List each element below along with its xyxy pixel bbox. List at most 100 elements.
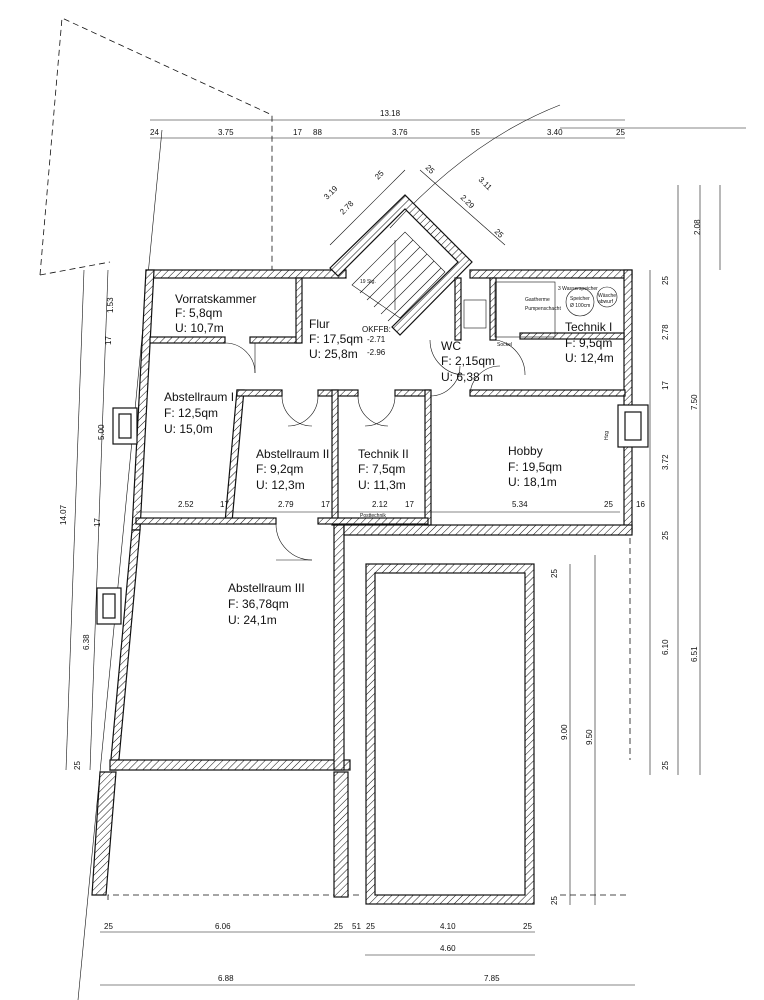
dim-right-10: 25	[661, 761, 670, 770]
doors	[224, 339, 526, 561]
note-posttechnik: Posttechnik	[360, 513, 386, 519]
dim-stair-5: 2.29	[459, 193, 477, 211]
room-technik2-name: Technik II	[358, 447, 409, 461]
dim-top-1: 24	[150, 128, 159, 137]
dim-stair-1: 3.19	[322, 184, 340, 202]
note-abwurf: abwurf	[598, 299, 614, 305]
room-vorratskammer-name: Vorratskammer	[175, 292, 256, 306]
dim-right-2: 25	[661, 276, 670, 285]
room-abstellraum3-area: F: 36,78qm	[228, 597, 289, 611]
room-abstellraum1-area: F: 12,5qm	[164, 406, 218, 420]
room-hobby-name: Hobby	[508, 444, 543, 458]
room-vorratskammer-perimeter: U: 10,7m	[175, 321, 224, 335]
room-technik1-name: Technik I	[565, 320, 612, 334]
dim-top-6: 55	[471, 128, 480, 137]
dim-bottom-9: 6.88	[218, 974, 234, 983]
stair-tower: 19 Stg.	[329, 194, 473, 336]
dim-bottom-7: 25	[523, 922, 532, 931]
dim-mid-8: 25	[604, 500, 613, 509]
dim-mid-3: 2.79	[278, 500, 294, 509]
dim-bottom-3: 25	[334, 922, 343, 931]
dim-mid-5: 2.12	[372, 500, 388, 509]
dim-bottom-5: 25	[366, 922, 375, 931]
dim-bottom-2: 6.06	[215, 922, 231, 931]
stair-treads	[359, 239, 442, 322]
room-wc-perimeter: U: 6,38 m	[441, 370, 493, 384]
dim-mid-1: 2.52	[178, 500, 194, 509]
room-technik2-perimeter: U: 11,3m	[358, 478, 406, 492]
room-wc-name: WC	[441, 339, 461, 353]
room-technik2-area: F: 7,5qm	[358, 462, 405, 476]
dim-mid-4: 17	[321, 500, 330, 509]
equipment: 3 Wasserspeicher Speicher Ø 100cm Wäsche…	[360, 281, 618, 519]
room-vorratskammer-area: F: 5,8qm	[175, 306, 222, 320]
interior-walls	[96, 277, 649, 625]
note-speicher: Speicher	[570, 296, 590, 302]
level-label: OKFFB:	[362, 325, 391, 334]
dim-stair-3: 25	[373, 168, 386, 181]
dim-bottom-4: 51	[352, 922, 361, 931]
note-pumpenschacht: Pumpenschacht	[525, 306, 561, 312]
dim-bottom-8: 4.60	[440, 944, 456, 953]
dim-top-8: 25	[616, 128, 625, 137]
dim-left-4: 17	[93, 518, 102, 527]
dim-stair-7: 25	[493, 227, 506, 240]
dim-top-4: 88	[313, 128, 322, 137]
dim-mid-6: 17	[405, 500, 414, 509]
room-hobby-area: F: 19,5qm	[508, 460, 562, 474]
room-flur-perimeter: U: 25,8m	[309, 347, 358, 361]
room-hobby-perimeter: U: 18,1m	[508, 475, 557, 489]
dim-right-5: 7.50	[690, 394, 699, 410]
dim-right-7: 25	[661, 531, 670, 540]
dim-left-2: 17	[104, 336, 113, 345]
dim-top-3: 17	[293, 128, 302, 137]
level-value-2: -2.96	[367, 348, 386, 357]
dim-stair-6: 3.11	[477, 175, 494, 192]
dim-mid-7: 5.34	[512, 500, 528, 509]
dim-mid-2: 17	[220, 500, 229, 509]
note-speicher-size: Ø 100cm	[570, 303, 590, 309]
room-abstellraum2-perimeter: U: 12,3m	[256, 478, 305, 492]
dimension-lines	[65, 119, 721, 986]
room-abstellraum2-area: F: 9,2qm	[256, 462, 303, 476]
dim-pool-4: 25	[550, 896, 559, 905]
dim-pool-2: 9.00	[560, 724, 569, 740]
room-abstellraum3-name: Abstellraum III	[228, 581, 305, 595]
dimension-texts: 13.18 24 3.75 17 88 3.76 55 3.40 25 3.19…	[59, 109, 702, 983]
dim-top-5: 3.76	[392, 128, 408, 137]
note-sockel: Sockel	[497, 342, 512, 348]
dim-left-7: 25	[73, 761, 82, 770]
dim-stair-4: 25	[424, 163, 437, 176]
dim-bottom-10: 7.85	[484, 974, 500, 983]
stair-note: 19 Stg.	[360, 279, 376, 285]
note-waesche: Wäsche	[598, 293, 616, 299]
dim-left-3: 5.00	[97, 424, 106, 440]
dim-right-8: 6.10	[661, 639, 670, 655]
dim-top-7: 3.40	[547, 128, 563, 137]
dim-left-5: 6.38	[82, 634, 91, 650]
note-gastherme: Gastherme	[525, 297, 550, 303]
dim-right-3: 2.78	[661, 324, 670, 340]
dim-right-1: 2.08	[693, 219, 702, 235]
room-flur-name: Flur	[309, 317, 330, 331]
room-wc-area: F: 2,15qm	[441, 354, 495, 368]
level-value-1: -2.71	[367, 335, 386, 344]
dim-bottom-6: 4.10	[440, 922, 456, 931]
dim-stair-2: 2.78	[338, 199, 356, 217]
outer-walls	[91, 269, 633, 898]
dim-right-4: 17	[661, 381, 670, 390]
dim-top-2: 3.75	[218, 128, 234, 137]
dim-top-overall: 13.18	[380, 109, 401, 118]
note-wasserspeicher: 3 Wasserspeicher	[558, 286, 598, 292]
room-flur-area: F: 17,5qm	[309, 332, 363, 346]
dim-mid-9: 16	[636, 500, 645, 509]
dim-bottom-1: 25	[104, 922, 113, 931]
room-abstellraum1-name: Abstellraum I	[164, 390, 234, 404]
room-abstellraum2-name: Abstellraum II	[256, 447, 329, 461]
room-abstellraum3-perimeter: U: 24,1m	[228, 613, 277, 627]
note-hzg: Hzg	[604, 431, 610, 440]
dim-right-9: 6.51	[690, 646, 699, 662]
dim-pool-1: 25	[550, 569, 559, 578]
room-abstellraum1-perimeter: U: 15,0m	[164, 422, 213, 436]
dim-right-6: 3.72	[661, 454, 670, 470]
